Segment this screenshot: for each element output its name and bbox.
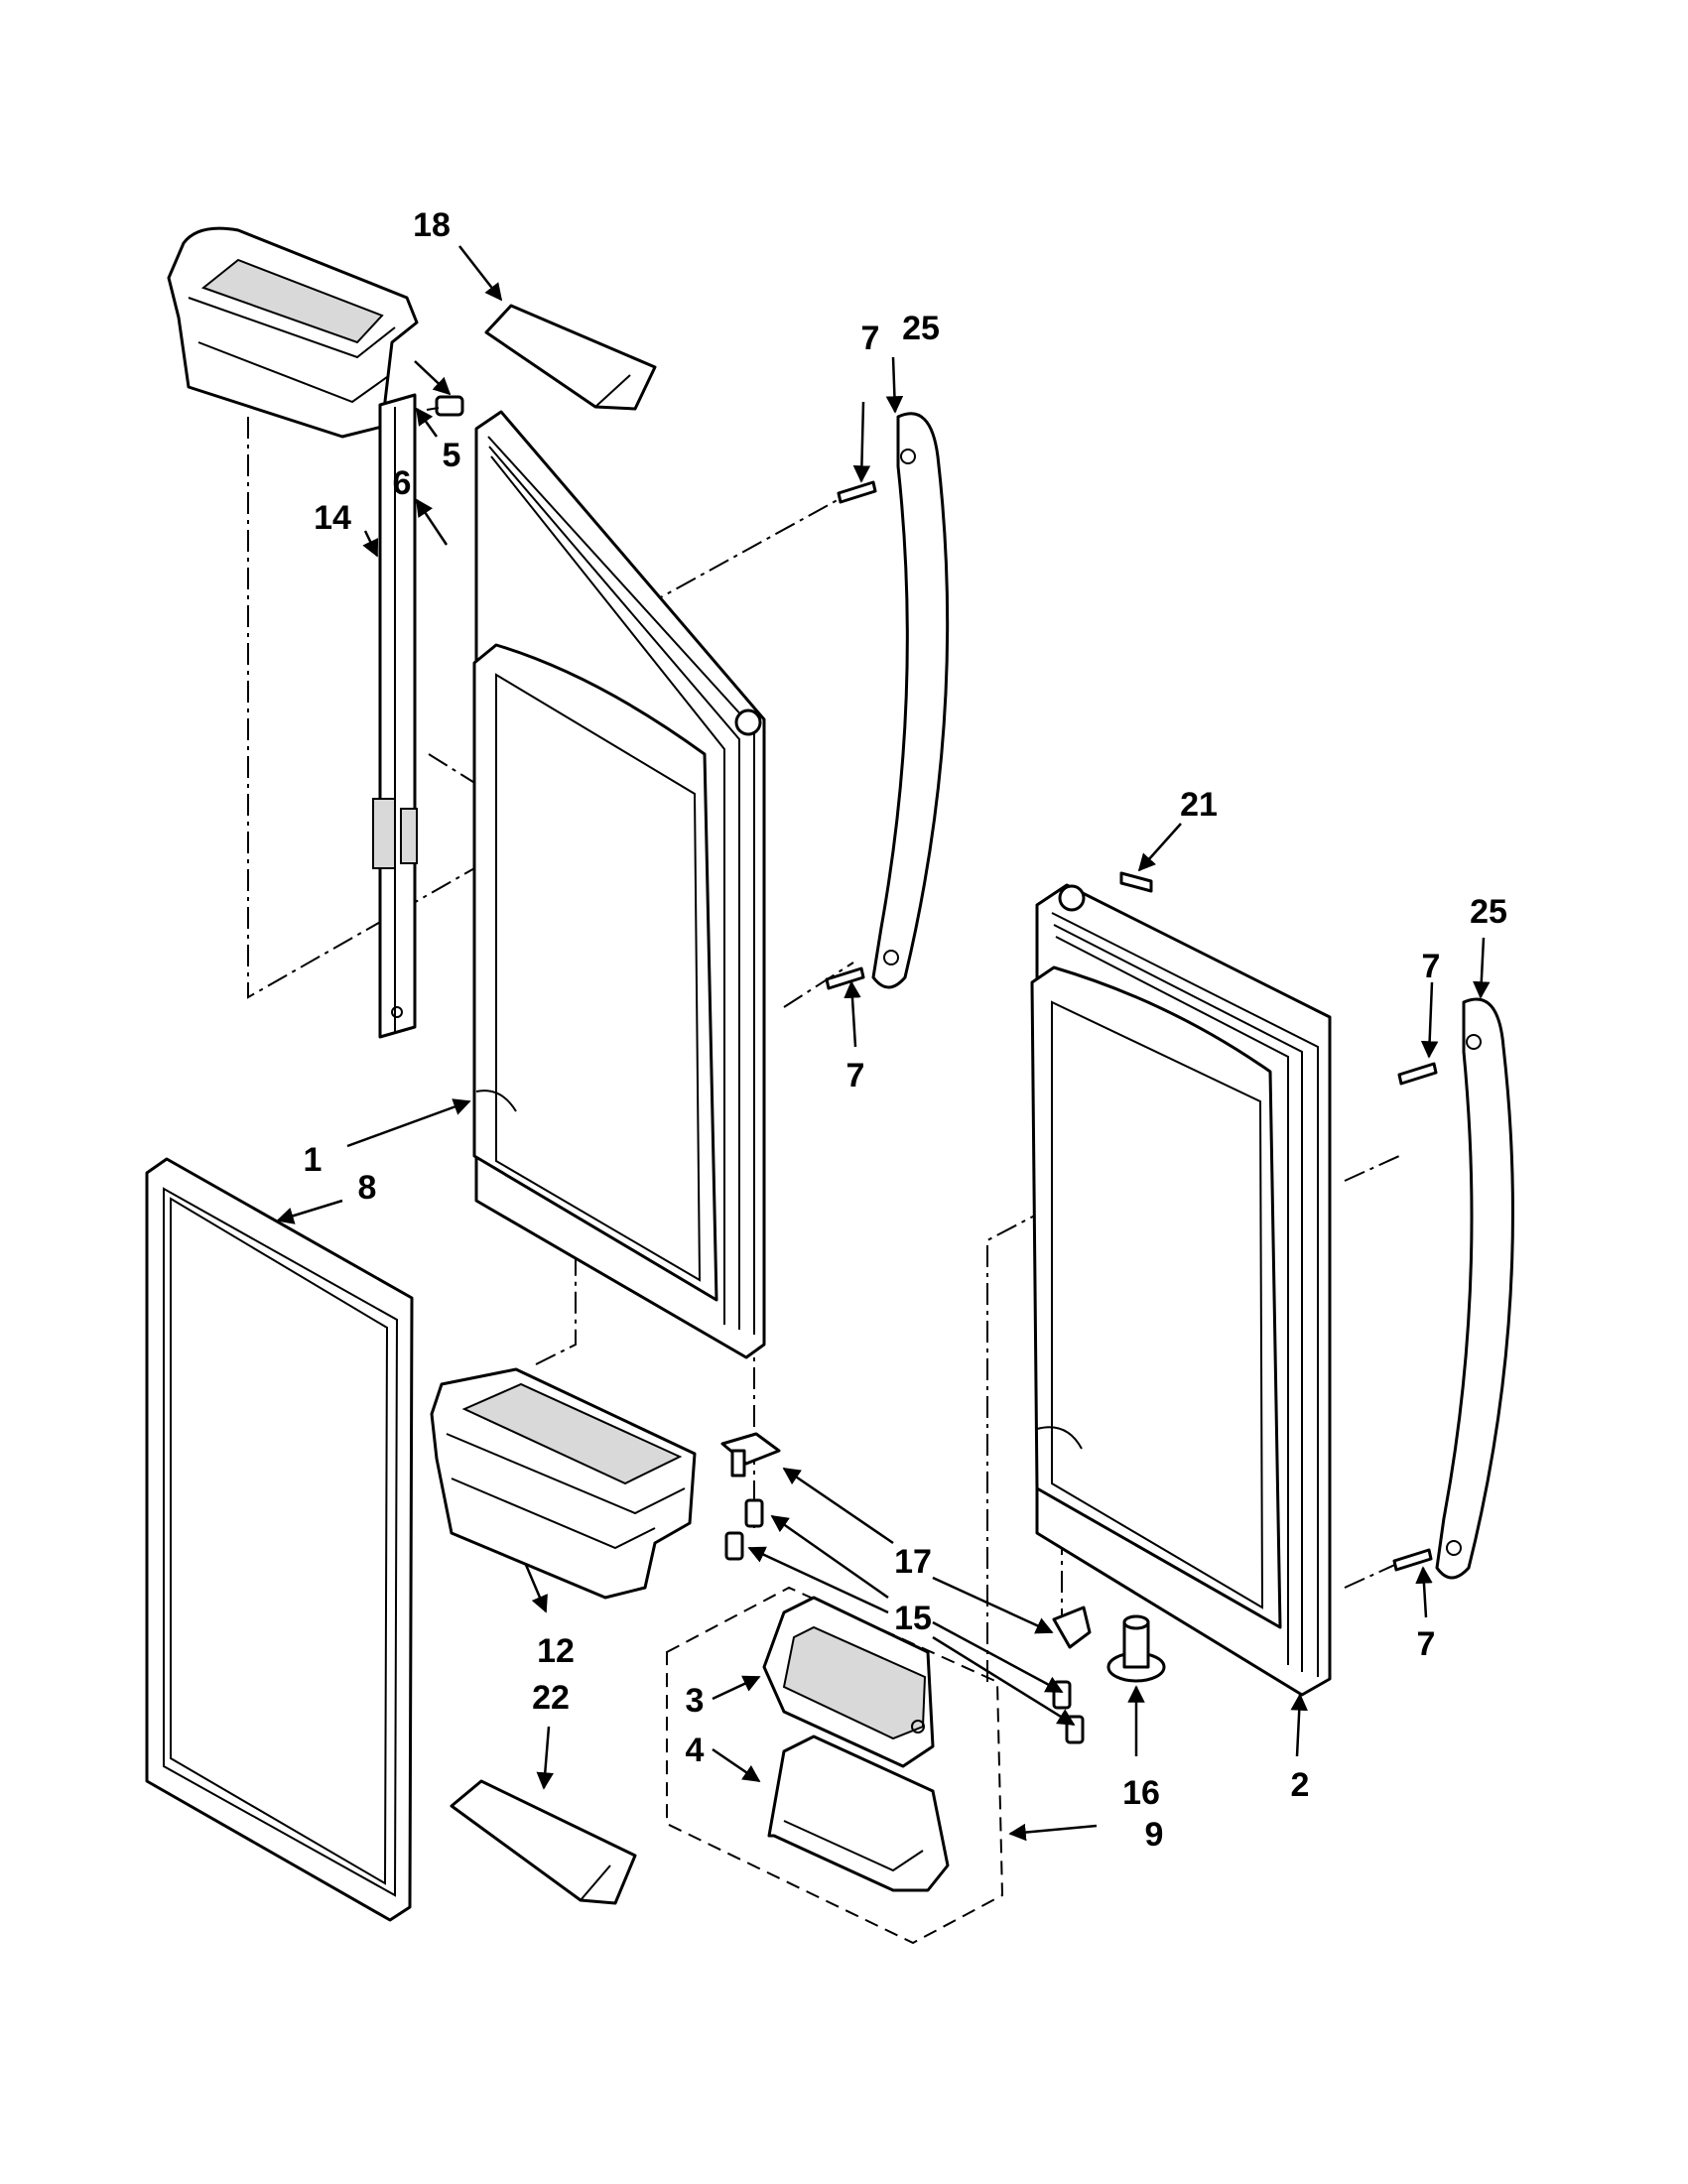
door-label bbox=[1119, 871, 1153, 893]
bin-clip-lower bbox=[450, 1779, 637, 1905]
callout-25-upper: 25 bbox=[902, 310, 940, 347]
screw-6 bbox=[426, 395, 464, 417]
callout-17: 17 bbox=[894, 1543, 932, 1581]
callout-21: 21 bbox=[1180, 786, 1218, 824]
callout-7-upper-left: 7 bbox=[861, 320, 880, 357]
hinge-bracket-left bbox=[720, 1432, 781, 1477]
hinge-bracket-right bbox=[1052, 1606, 1092, 1649]
left-door bbox=[472, 410, 766, 1359]
dispenser-tray bbox=[767, 1734, 950, 1892]
leader-arrows bbox=[276, 245, 1491, 1842]
hinge-pin bbox=[1106, 1614, 1166, 1683]
callout-labels: 18 25 7 6 5 14 7 1 8 21 25 7 7 17 15 16 … bbox=[304, 206, 1507, 1854]
door-handle-left bbox=[871, 412, 950, 989]
callout-7-lower-right: 7 bbox=[1417, 1625, 1436, 1663]
handle-screw-upper-right bbox=[1397, 1062, 1438, 1086]
hinge-screw-2 bbox=[724, 1531, 744, 1561]
handle-screw-lower-right bbox=[1392, 1548, 1433, 1572]
callout-5: 5 bbox=[443, 437, 461, 474]
callout-15: 15 bbox=[894, 1600, 932, 1637]
callout-14: 14 bbox=[314, 499, 351, 537]
callout-7-lower-left: 7 bbox=[846, 1057, 865, 1094]
callout-1: 1 bbox=[304, 1141, 323, 1179]
callout-3: 3 bbox=[686, 1682, 705, 1720]
callout-16: 16 bbox=[1122, 1774, 1160, 1812]
door-bin-lower bbox=[430, 1367, 697, 1600]
right-door bbox=[1030, 883, 1332, 1697]
hinge-screw-3 bbox=[1052, 1680, 1072, 1710]
callout-12: 12 bbox=[537, 1632, 575, 1670]
door-bin-top bbox=[167, 226, 419, 439]
callout-8: 8 bbox=[358, 1169, 377, 1207]
hinge-screw-1 bbox=[744, 1498, 764, 1528]
door-gasket bbox=[145, 1157, 414, 1922]
callout-4: 4 bbox=[686, 1732, 705, 1769]
door-hinge-strip bbox=[372, 393, 418, 1039]
callout-18: 18 bbox=[413, 206, 451, 244]
dispenser-assembly bbox=[666, 1586, 1004, 1945]
handle-screw-lower-left bbox=[825, 966, 865, 990]
handle-screw-upper-left bbox=[837, 480, 877, 504]
callout-2: 2 bbox=[1291, 1766, 1310, 1804]
callout-6: 6 bbox=[393, 464, 412, 502]
door-handle-right bbox=[1435, 997, 1514, 1580]
bin-clip-top bbox=[484, 304, 657, 411]
callout-25-lower: 25 bbox=[1470, 893, 1507, 931]
callout-9: 9 bbox=[1145, 1816, 1164, 1854]
callout-22: 22 bbox=[532, 1679, 570, 1717]
callout-7-upper-right: 7 bbox=[1422, 948, 1441, 985]
